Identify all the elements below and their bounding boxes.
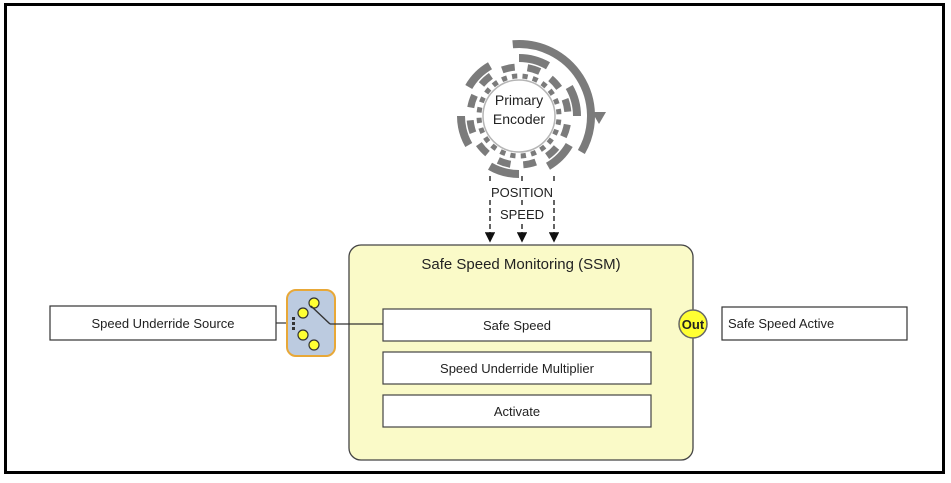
signal-label-position: POSITION xyxy=(491,185,553,200)
output-badge[interactable] xyxy=(678,309,708,339)
encoder-label-line2: Encoder xyxy=(493,111,545,127)
param-activate-label: Activate xyxy=(494,404,540,419)
signal-label-speed: SPEED xyxy=(500,207,544,222)
output-badge-label: Out xyxy=(682,317,705,332)
encoder-rotation-arrow-icon xyxy=(592,112,606,124)
speed-underride-source-label: Speed Underride Source xyxy=(91,316,234,331)
param-activate[interactable] xyxy=(382,394,652,428)
safe-speed-active-box[interactable] xyxy=(721,306,908,341)
safe-speed-active-label: Safe Speed Active xyxy=(728,316,834,331)
ssm-module-title: Safe Speed Monitoring (SSM) xyxy=(421,256,620,273)
param-safe-speed-label: Safe Speed xyxy=(483,318,551,333)
param-safe-speed[interactable] xyxy=(382,308,652,342)
encoder-label-line1: Primary xyxy=(495,92,543,108)
primary-encoder-icon: Primary Encoder xyxy=(456,40,606,179)
param-speed-underride-multiplier[interactable] xyxy=(382,351,652,385)
signal-arrows: POSITION SPEED xyxy=(484,176,560,243)
selector-switch-icon[interactable] xyxy=(286,289,336,357)
param-speed-underride-multiplier-label: Speed Underride Multiplier xyxy=(440,361,595,376)
